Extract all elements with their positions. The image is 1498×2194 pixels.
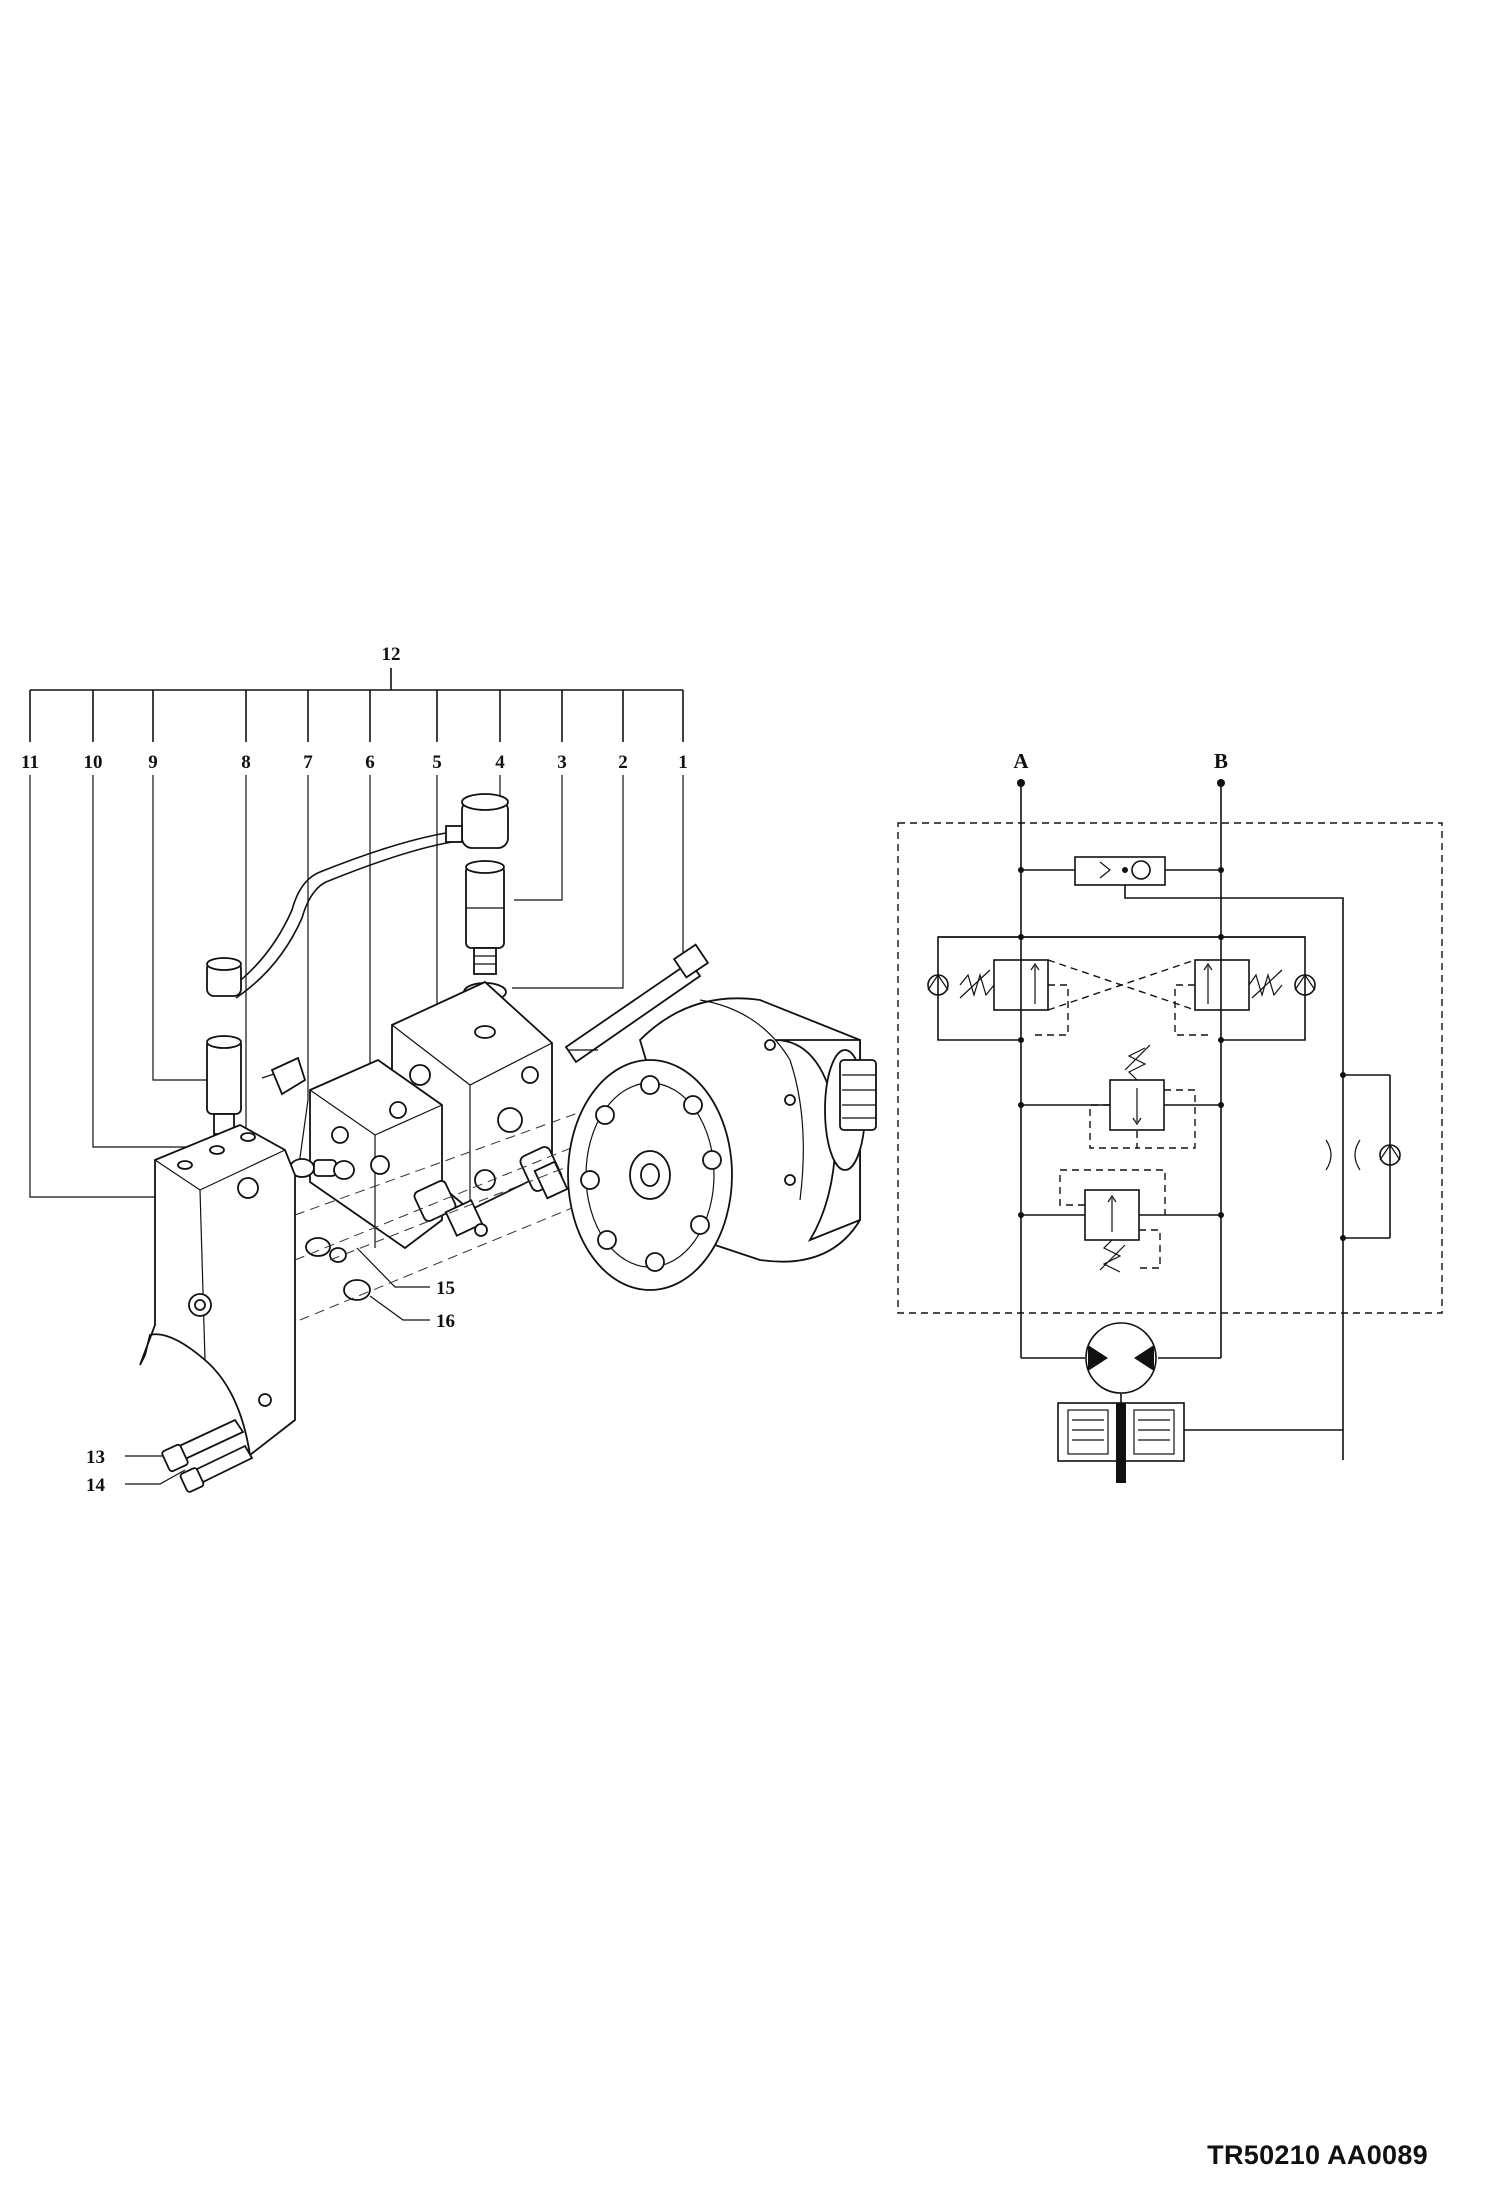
callout-14: 14 <box>86 1475 106 1496</box>
callout-10: 10 <box>84 752 103 773</box>
callout-8: 8 <box>241 752 251 773</box>
cartridge-valve <box>465 860 505 975</box>
callout-2: 2 <box>618 752 628 773</box>
leader-lines <box>29 775 684 1485</box>
port-b-label: B <box>1214 749 1228 773</box>
callout-4: 4 <box>495 752 505 773</box>
elbow-fitting <box>519 1146 569 1200</box>
callout-13: 13 <box>86 1447 105 1468</box>
callout-15: 15 <box>436 1278 455 1299</box>
port-a-label: A <box>1013 749 1029 773</box>
front-valve-block <box>309 1058 443 1250</box>
callout-12: 12 <box>382 644 401 665</box>
callout-9: 9 <box>148 752 158 773</box>
long-bolt <box>564 943 710 1064</box>
hose-fitting <box>413 1180 488 1237</box>
document-code: TR50210 AA0089 <box>1207 2140 1428 2170</box>
callout-1: 1 <box>678 752 688 773</box>
callout-bracket <box>29 668 684 742</box>
callout-11: 11 <box>21 752 39 773</box>
callout-3: 3 <box>557 752 567 773</box>
mounting-bracket <box>139 1124 296 1457</box>
spring-clip <box>289 1158 355 1180</box>
plug-cap <box>206 957 242 997</box>
hydraulic-motor <box>567 997 877 1291</box>
pressure-switch <box>445 793 509 849</box>
callout-16: 16 <box>436 1311 455 1332</box>
callout-7: 7 <box>303 752 313 773</box>
hydraulic-schematic <box>897 779 1443 1483</box>
spacer-sleeve <box>206 1035 242 1135</box>
side-plug <box>261 1056 307 1096</box>
cap-screws <box>161 1418 254 1493</box>
callout-6: 6 <box>365 752 375 773</box>
o-rings <box>305 1237 371 1301</box>
pilot-pipe <box>227 831 453 999</box>
callout-5: 5 <box>432 752 442 773</box>
